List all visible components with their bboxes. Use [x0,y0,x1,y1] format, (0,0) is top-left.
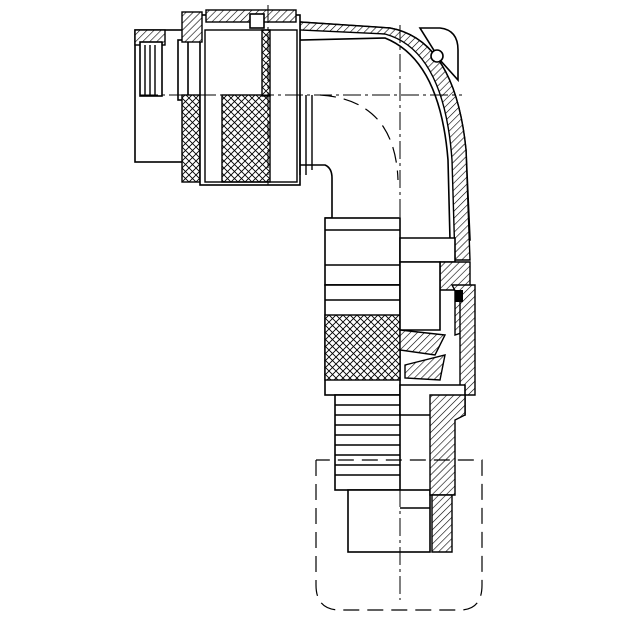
phantom-outline [315,459,483,611]
mounting-hole [430,49,444,63]
connector-head [134,9,313,186]
lower-body [324,217,431,553]
sectioned-half [399,237,476,553]
o-ring [455,290,463,302]
elbow-body [299,21,471,261]
